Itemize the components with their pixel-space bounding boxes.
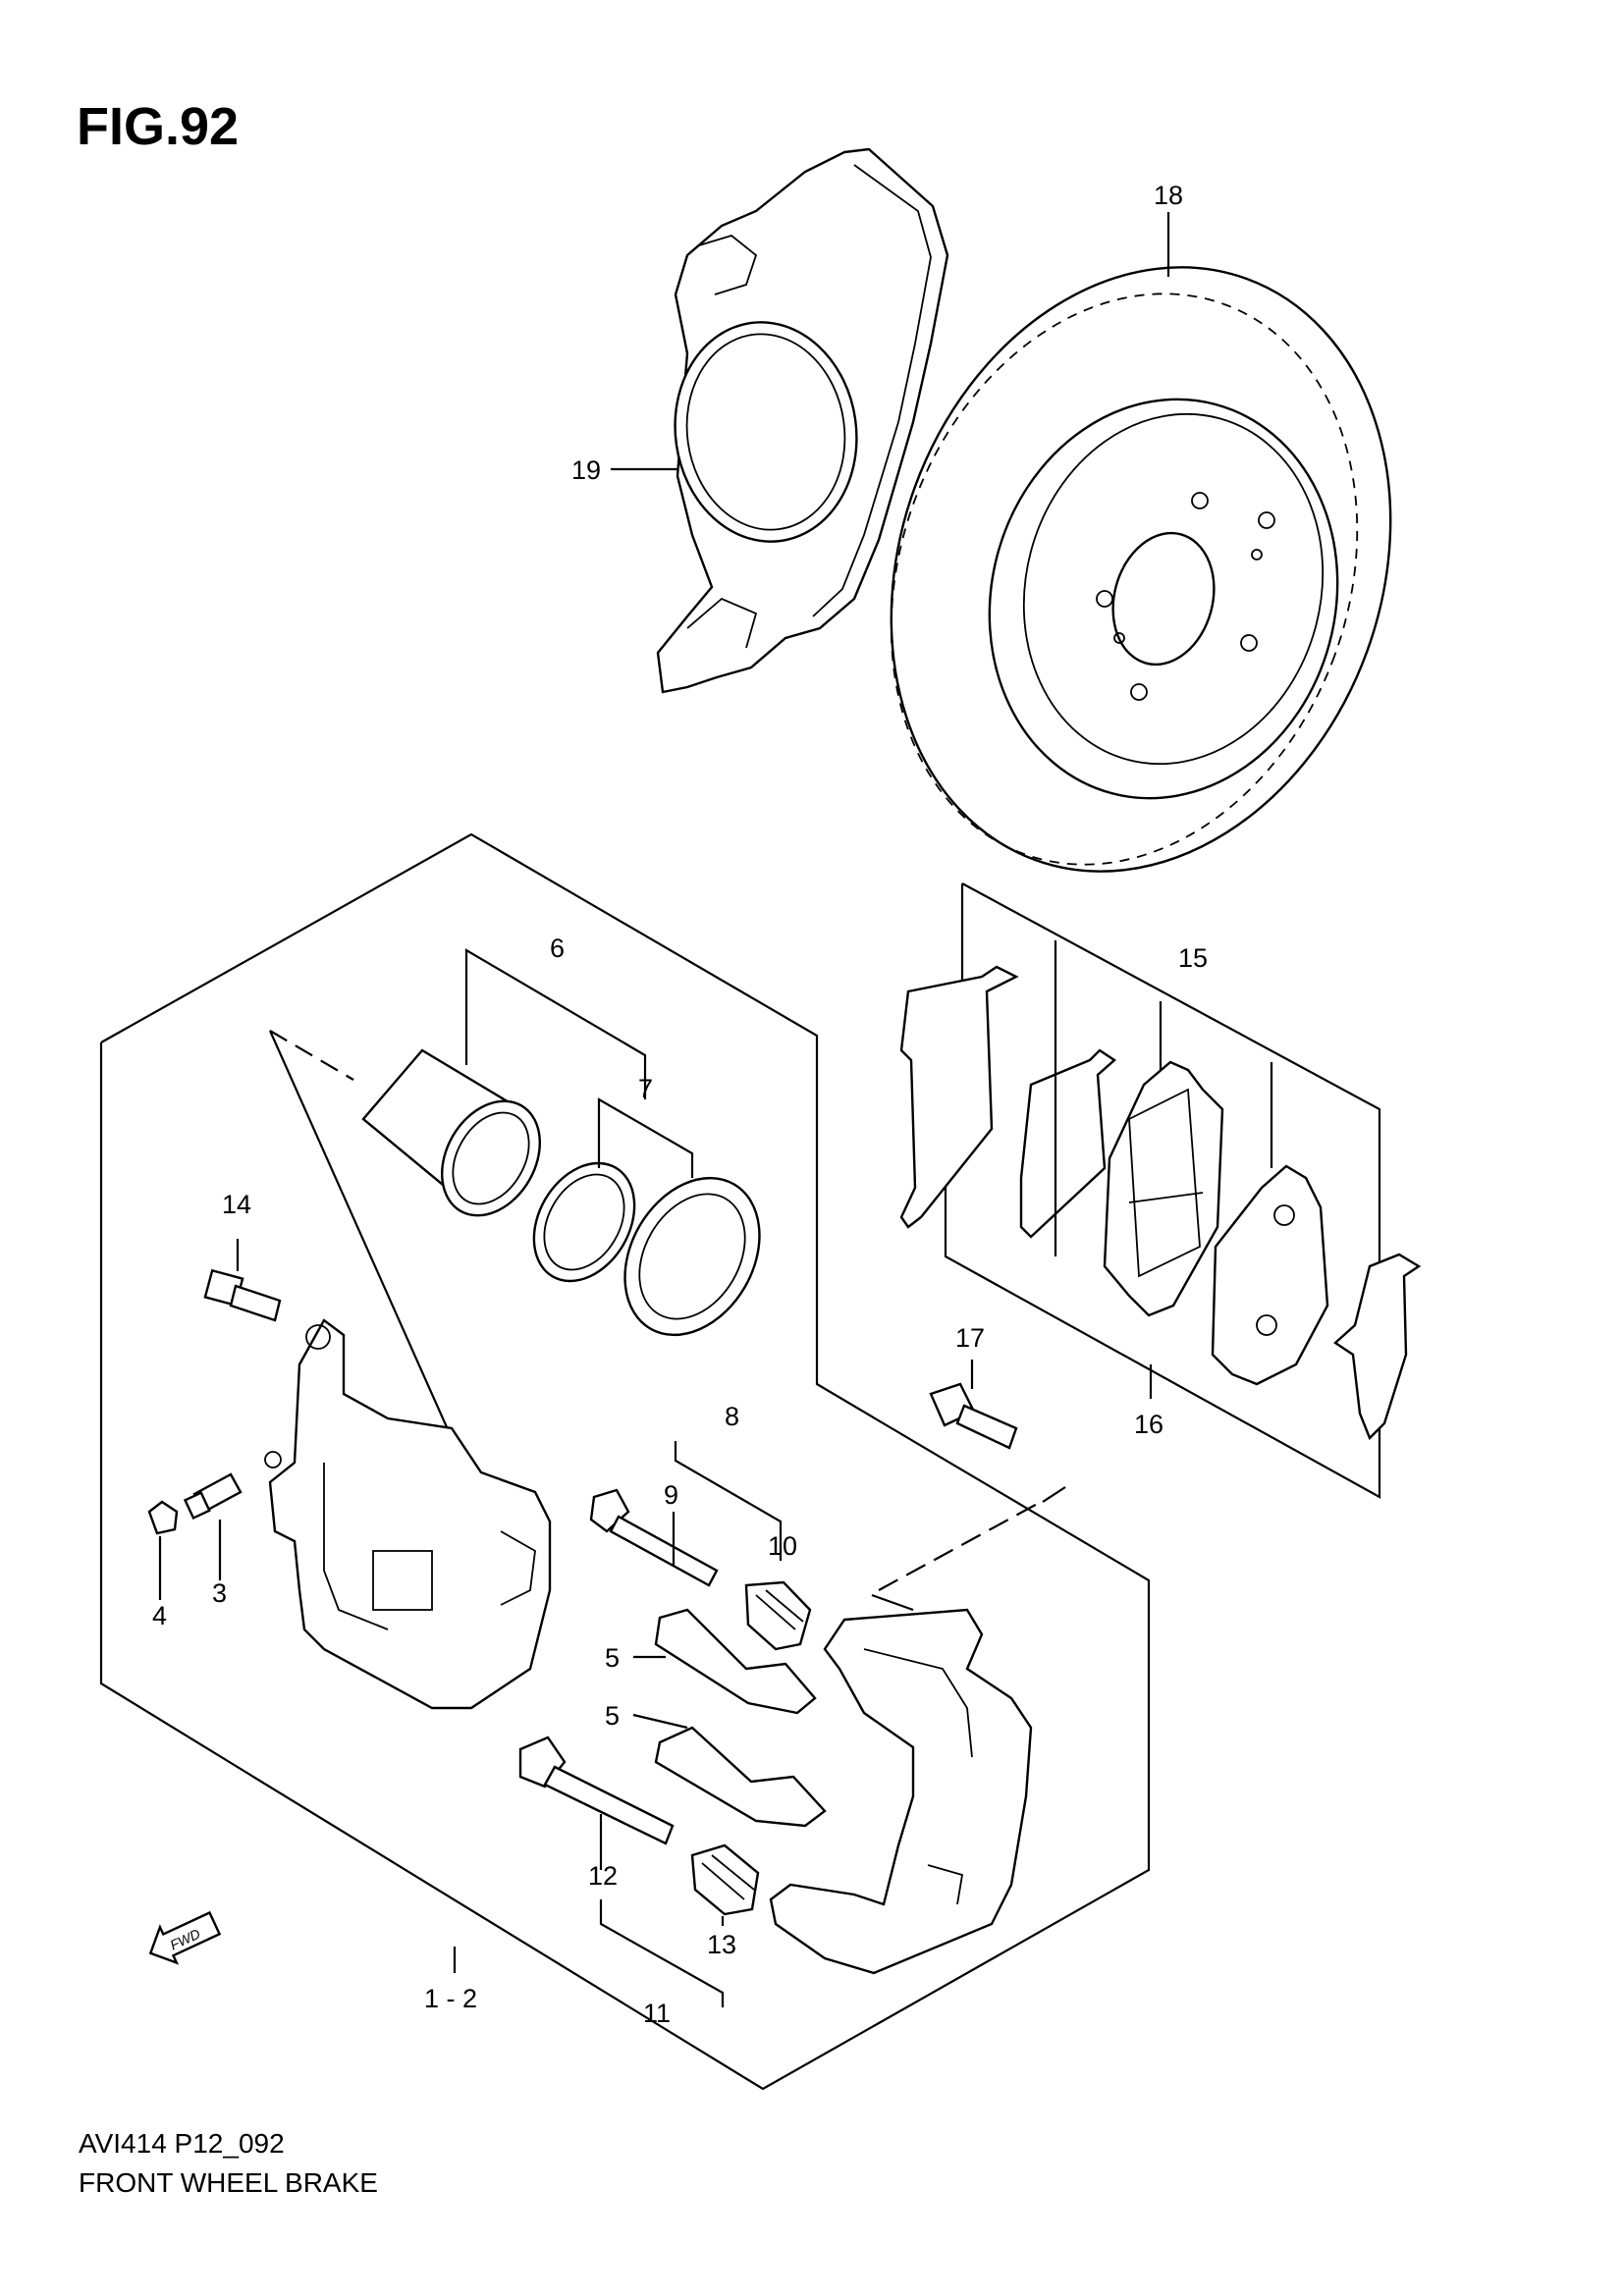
callout-9: 9 [664, 1480, 678, 1510]
wear-indicator-shim [1333, 1253, 1422, 1441]
guide-boot-part-13 [690, 1843, 760, 1916]
figure-code: AVI414 P12_092 [79, 2128, 285, 2159]
bracket-bolt-part-17 [929, 1382, 1018, 1450]
bleeder-cap-part-4 [147, 1500, 179, 1535]
caliper-assembly-outline [99, 832, 1151, 2091]
piston-part-6 [361, 1048, 541, 1217]
pad-clip-part-5-lower [654, 1726, 827, 1828]
anti-squeal-shim-outer [899, 965, 1019, 1229]
figure-title: FIG.92 [77, 97, 240, 156]
figure-caption: FRONT WHEEL BRAKE [79, 2167, 378, 2198]
bleeder-part-3 [183, 1472, 243, 1521]
forward-arrow-icon: FWD [148, 1910, 222, 1965]
callout-16: 16 [1134, 1410, 1163, 1439]
leader-bracket-2 [878, 1501, 1042, 1591]
callout-4: 4 [152, 1601, 167, 1630]
callout-5b: 5 [605, 1701, 620, 1731]
callout-18: 18 [1154, 181, 1183, 210]
guide-pin-part-9 [589, 1488, 719, 1587]
anti-squeal-shim-inner [1019, 1048, 1116, 1239]
guide-boot-part-10 [744, 1580, 812, 1651]
callout-10: 10 [768, 1531, 797, 1561]
leader-8 [674, 1441, 783, 1561]
caliper-body-part [264, 1318, 552, 1710]
leader-bracket-1 [1042, 1486, 1066, 1503]
leader-piston-cal [268, 1030, 473, 1483]
dust-shield-part-19 [656, 147, 949, 694]
brake-pad-outer [1211, 1164, 1329, 1386]
brake-pad-inner [1103, 1060, 1224, 1317]
brake-disc-part-18 [890, 266, 1392, 873]
callout-7: 7 [638, 1074, 653, 1103]
guide-pin-part-12 [518, 1735, 675, 1845]
callout-8: 8 [725, 1402, 739, 1431]
leader-piston-dash [269, 1030, 354, 1081]
leader-6 [464, 948, 647, 1099]
leader-bracket-3 [871, 1593, 914, 1612]
callout-17: 17 [955, 1323, 985, 1353]
callout-12: 12 [588, 1861, 618, 1891]
caliper-bracket-part [769, 1608, 1033, 1975]
callout-5a: 5 [605, 1643, 620, 1673]
callout-19: 19 [571, 455, 601, 485]
leader-5b [632, 1713, 688, 1730]
bleeder-bolt-part-14 [203, 1268, 282, 1322]
callout-3: 3 [212, 1578, 227, 1608]
leader-11 [599, 1899, 725, 2007]
piston-seal-part-7 [532, 1161, 636, 1283]
callout-13: 13 [707, 1930, 736, 1959]
callout-14: 14 [222, 1190, 251, 1219]
leader-7 [597, 1097, 694, 1178]
callout-11: 11 [643, 1999, 671, 2028]
pad-clip-part-5-upper [654, 1608, 817, 1715]
callout-1-2: 1 - 2 [424, 1984, 477, 2013]
callout-15: 15 [1178, 943, 1208, 973]
callout-6: 6 [550, 934, 565, 963]
piston-boot-part [623, 1176, 761, 1337]
